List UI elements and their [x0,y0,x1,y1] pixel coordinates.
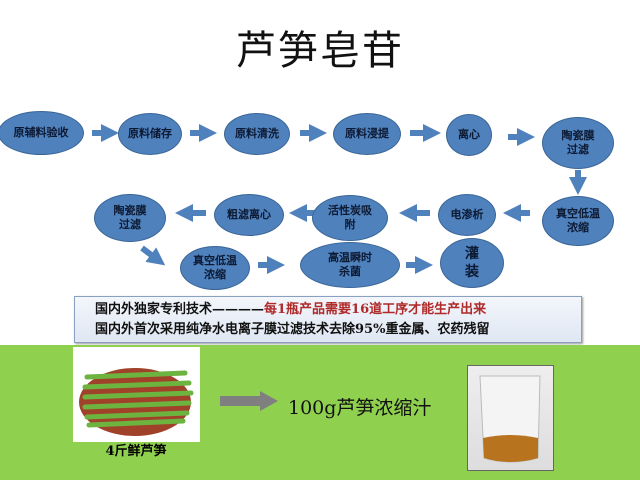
beaker-image [467,365,554,471]
flow-node: 原料储存 [118,113,182,155]
flow-node: 灌装 [440,238,504,288]
arrow [140,245,166,266]
note-line1-highlight: 每1瓶产品需要16道工序才能生产出来 [264,302,487,317]
flow-node: 陶瓷膜过滤 [94,194,166,242]
result-text: 100g芦笋浓缩汁 [288,397,432,419]
flow-node: 真空低温浓缩 [180,246,250,290]
flow-node: 离心 [446,114,492,156]
page-title: 芦笋皂苷 [236,28,404,74]
note-line1-prefix: 国内外独家专利技术———— [95,302,265,317]
highlight-note-box: 国内外独家专利技术————每1瓶产品需要16道工序才能生产出来 国内外首次采用纯… [74,296,582,343]
flow-node: 原料浸提 [333,113,401,155]
flow-node: 原辅料验收 [0,111,84,155]
arrow-right-icon [220,391,278,411]
flow-node: 粗滤离心 [214,194,284,236]
flow-node: 高温瞬时杀菌 [300,242,400,288]
flow-node: 活性炭吸附 [312,195,388,241]
flow-node: 真空低温浓缩 [542,196,614,246]
note-line2: 国内外首次采用纯净水电离子膜过滤技术去除95%重金属、农药残留 [95,322,490,337]
flow-node: 电渗析 [438,194,496,236]
flow-node: 原料清洗 [224,113,290,155]
asparagus-image [73,347,200,442]
asparagus-caption: 4斤鲜芦笋 [105,444,167,459]
flow-node: 陶瓷膜过滤 [542,117,614,169]
